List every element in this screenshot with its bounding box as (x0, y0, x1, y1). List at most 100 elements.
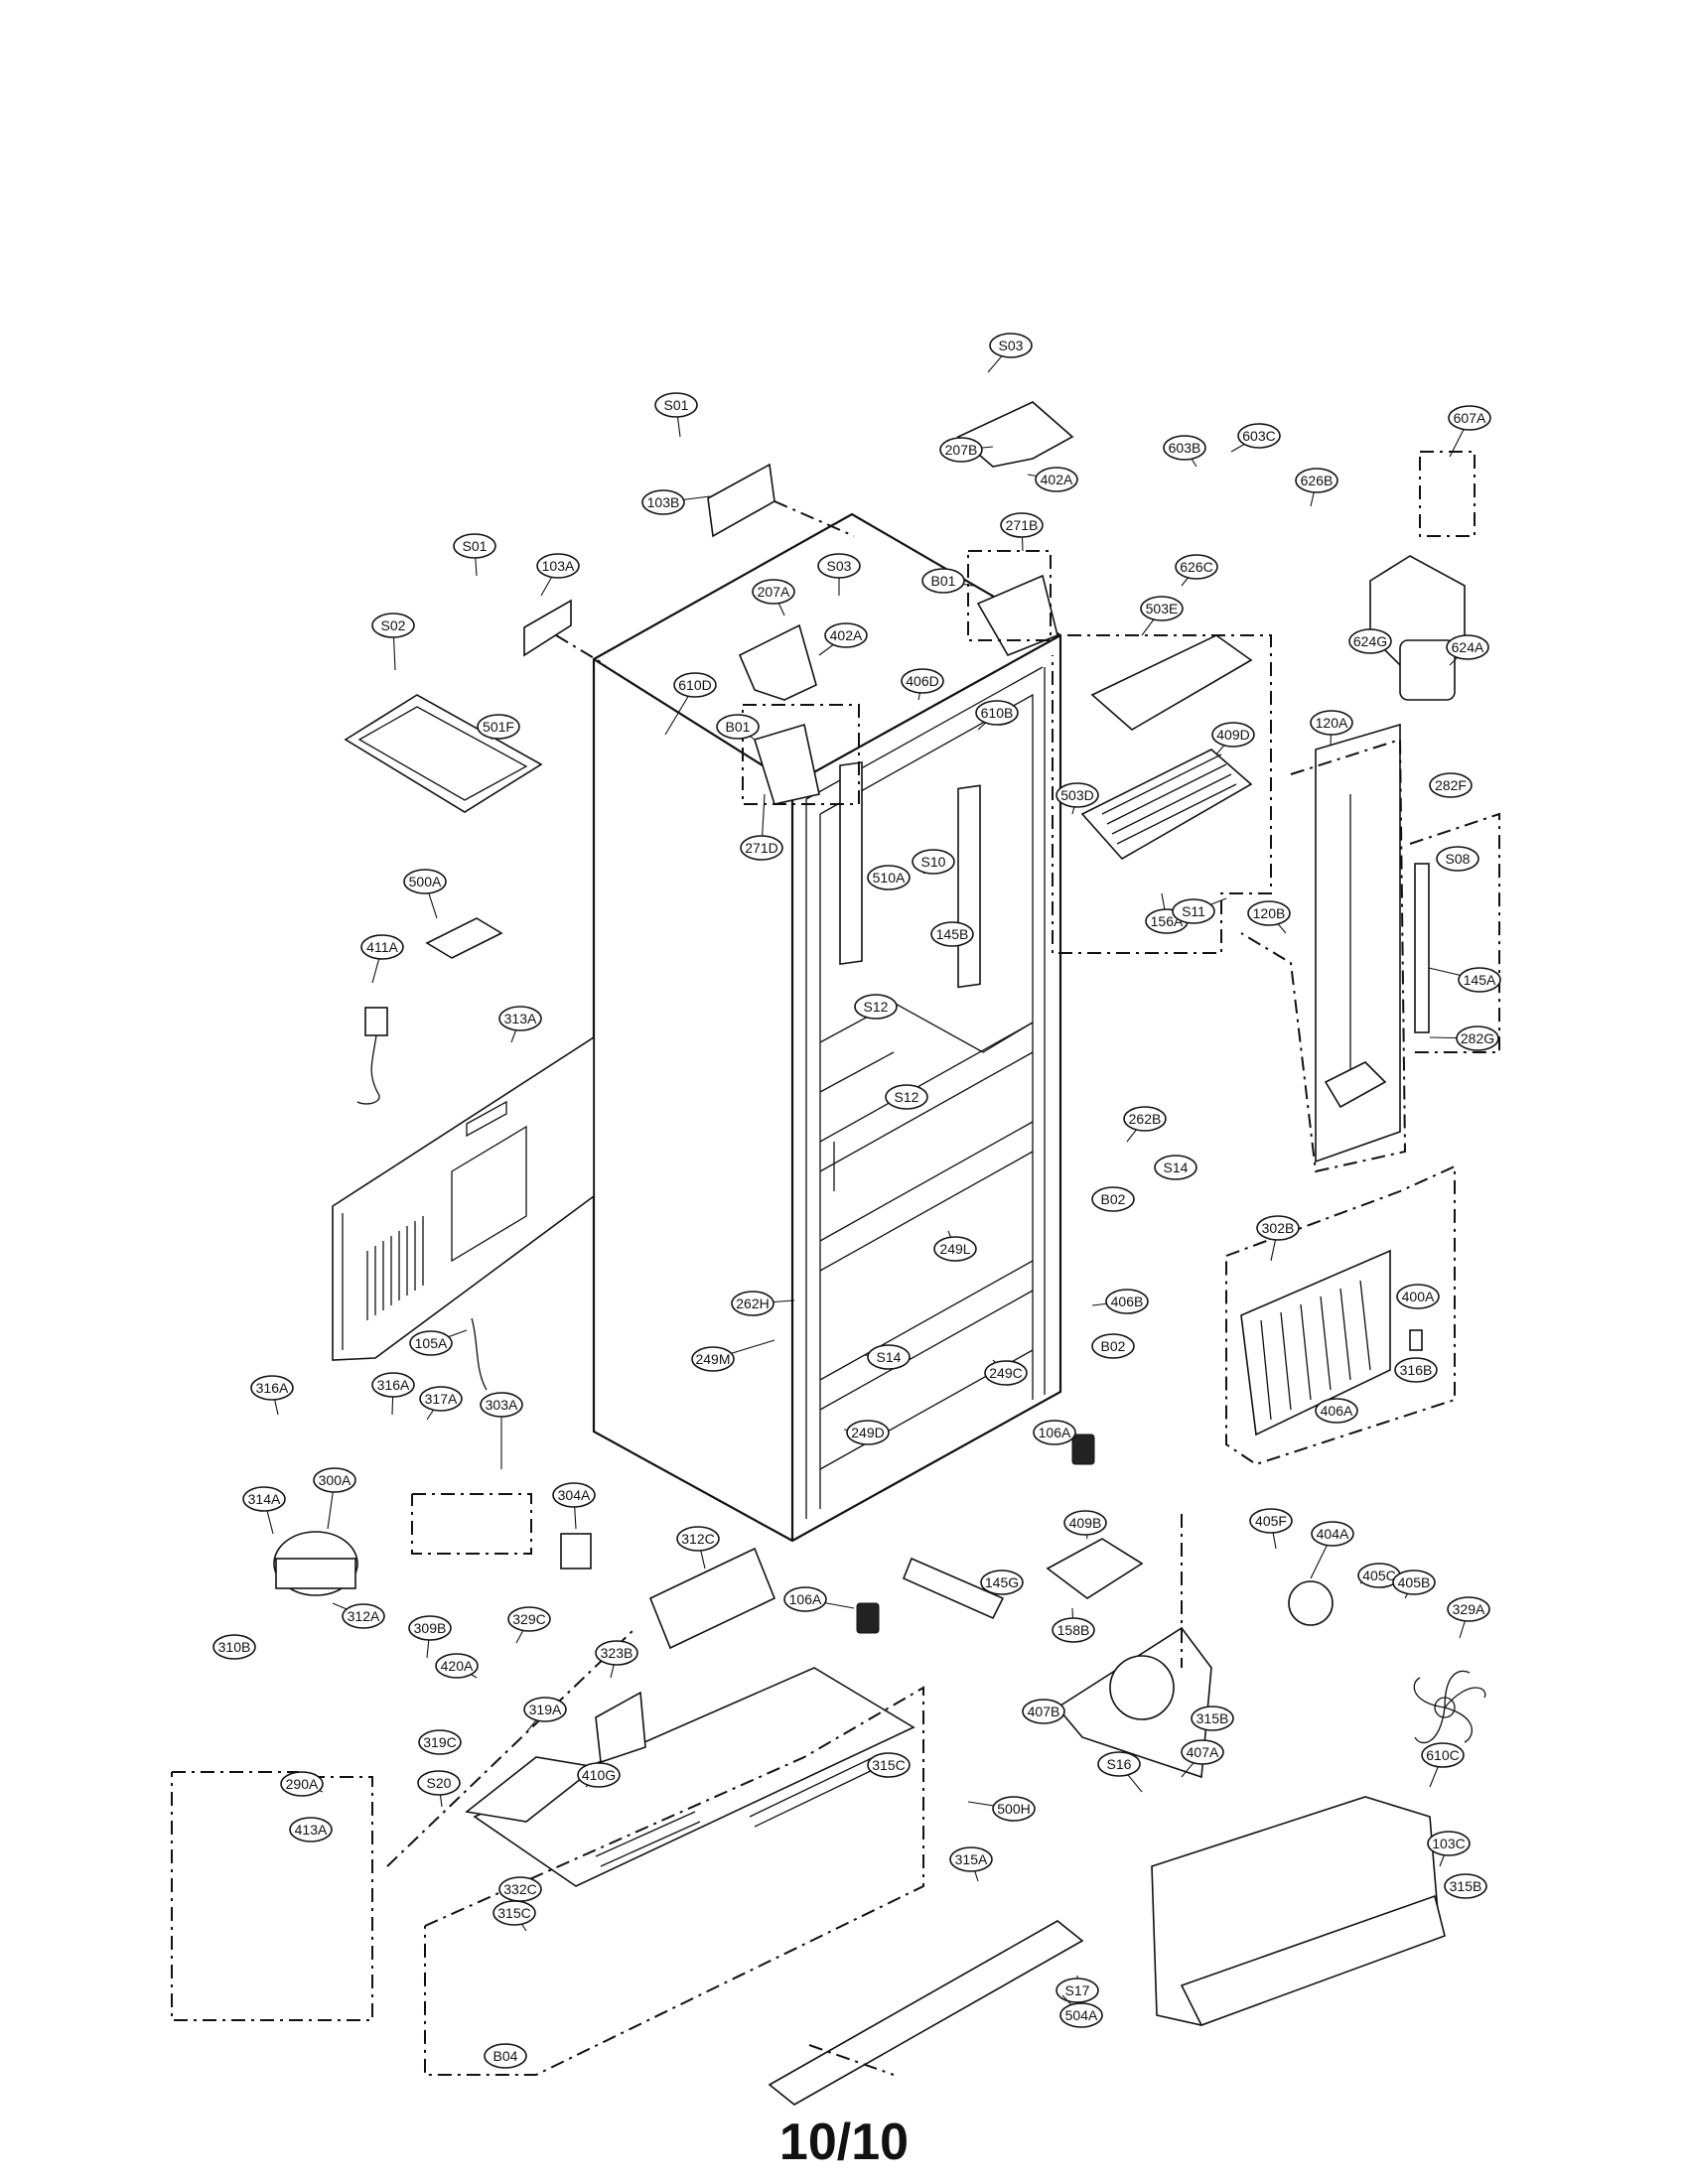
callout-label: 103A (542, 558, 575, 574)
callout-label: 319A (529, 1702, 562, 1717)
callout-bubble (419, 1386, 463, 1412)
callout-bubble (484, 2043, 527, 2069)
callout-bubble (1237, 423, 1281, 449)
callout-bubble (1163, 435, 1206, 461)
callout-312a: 312A (332, 1602, 385, 1629)
callout-label: 626B (1301, 473, 1334, 488)
callout-label: 207B (945, 442, 978, 458)
callout-262h: 262H (731, 1291, 795, 1316)
callout-b02: B02 (1091, 1186, 1135, 1212)
callout-406d: 406D (901, 668, 944, 701)
callout-bubble (676, 1526, 720, 1552)
callout-label: 262B (1129, 1111, 1162, 1127)
callout-bubble (408, 1615, 452, 1641)
callout-402a: 402A (818, 622, 868, 656)
callout-610d: 610D (664, 672, 717, 736)
callout-103c: 103C (1427, 1831, 1471, 1867)
callout-label: 413A (295, 1822, 328, 1838)
callout-bubble (691, 1346, 735, 1372)
callout-bubble (1396, 1284, 1440, 1309)
callout-label: 501F (483, 719, 514, 735)
fan-blade-shape (1413, 1670, 1486, 1744)
callout-bubble (1392, 1570, 1436, 1595)
callout-319a: 319A (523, 1697, 567, 1733)
callout-label: 503D (1060, 787, 1093, 803)
callout-label: 249M (695, 1351, 730, 1367)
callout-label: 319C (423, 1734, 456, 1750)
callout-bubble (1191, 1706, 1234, 1731)
callout-label: S02 (381, 617, 406, 633)
callout-label: 406A (1321, 1403, 1353, 1419)
callout-label: 317A (425, 1391, 458, 1407)
callout-label: 303A (486, 1397, 518, 1413)
callout-label: 603C (1242, 428, 1275, 444)
callout-315b: 315B (1191, 1706, 1234, 1731)
callout-label: S20 (427, 1775, 452, 1791)
callout-bubble (1247, 900, 1291, 926)
callout-label: 500H (997, 1801, 1030, 1817)
callout-329c: 329C (507, 1606, 551, 1644)
callout-145g: 145G (980, 1570, 1024, 1595)
callout-bubble (1063, 1510, 1107, 1536)
callout-413a: 413A (289, 1817, 333, 1843)
callout-406a: 406A (1315, 1398, 1358, 1424)
callout-332c: 332C (498, 1876, 542, 1917)
callout-label: 610B (981, 705, 1014, 721)
callout-610c: 610C (1421, 1742, 1465, 1788)
callout-label: 332C (503, 1881, 536, 1897)
callout-label: 500A (409, 874, 442, 889)
callout-313a: 313A (498, 1006, 542, 1043)
callout-bubble (1436, 846, 1479, 872)
callout-bubble (1181, 1739, 1224, 1765)
callout-label: 315A (955, 1851, 988, 1867)
callout-510a: 510A (867, 865, 911, 890)
callout-bubble (1172, 898, 1215, 924)
tray-shape (344, 694, 543, 813)
callout-bubble (989, 333, 1033, 358)
callout-bubble (912, 849, 955, 875)
callout-label: 145A (1464, 972, 1496, 988)
callout-s20: S20 (417, 1770, 461, 1808)
callout-label: 624A (1452, 639, 1484, 655)
callout-bubble (507, 1606, 551, 1632)
callout-label: S14 (877, 1349, 902, 1365)
callout-label: B01 (931, 573, 956, 589)
callout-626b: 626B (1295, 468, 1338, 507)
callout-label: 315C (497, 1905, 530, 1921)
callout-bubble (1249, 1508, 1293, 1534)
callout-bubble (1448, 405, 1491, 431)
machine-compartment-cover (332, 1035, 595, 1361)
callout-409d: 409D (1211, 722, 1255, 755)
callout-label: S03 (827, 558, 852, 574)
callout-501f: 501F (477, 714, 520, 741)
callout-bubble (1091, 1333, 1135, 1359)
callout-304a: 304A (552, 1482, 596, 1530)
callout-406b: 406B (1091, 1289, 1149, 1314)
callout-312c: 312C (676, 1526, 720, 1570)
callout-label: 106A (789, 1591, 822, 1607)
callout-503e: 503E (1140, 596, 1184, 636)
callout-label: S08 (1446, 851, 1471, 867)
callout-319c: 319C (418, 1729, 462, 1755)
callout-label: 405C (1362, 1568, 1395, 1583)
callout-290a: 290A (280, 1771, 324, 1797)
callout-label: 315C (872, 1757, 905, 1773)
callout-207b: 207B (939, 437, 994, 463)
callout-106a: 106A (1033, 1420, 1076, 1445)
callout-label: 313A (504, 1011, 537, 1026)
callout-label: 603B (1169, 440, 1201, 456)
callout-145b: 145B (930, 921, 974, 947)
callout-s14: S14 (1154, 1155, 1197, 1180)
callout-bubble (371, 1372, 415, 1398)
callout-207a: 207A (752, 579, 795, 616)
callout-label: 302B (1262, 1220, 1295, 1236)
assembly-groups (171, 451, 1500, 2076)
callout-bubble (975, 700, 1019, 726)
callout-s12: S12 (885, 1084, 928, 1110)
callout-bubble (1429, 772, 1473, 798)
callout-label: 411A (366, 939, 398, 955)
callout-label: 316B (1400, 1362, 1433, 1378)
callout-label: 404A (1317, 1526, 1349, 1542)
callout-label: 405F (1255, 1513, 1287, 1529)
